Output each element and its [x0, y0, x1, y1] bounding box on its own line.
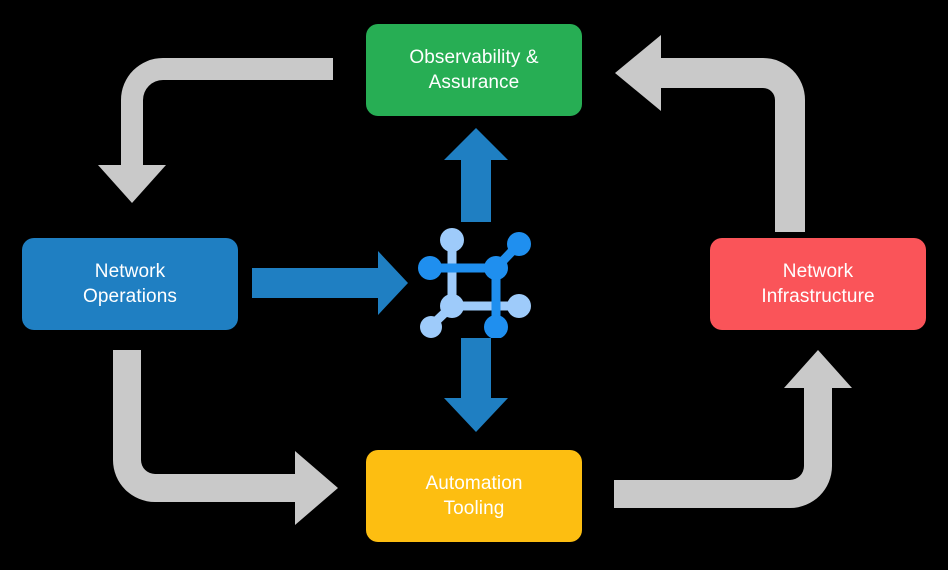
network-topology-icon [418, 228, 531, 338]
network-icon-nodes-primary [418, 232, 531, 338]
connector-infrastructure-to-observability [615, 35, 805, 232]
node-network-operations[interactable]: Network Operations [22, 238, 238, 330]
node-label-network-operations: Network Operations [83, 260, 177, 307]
connector-observability-to-ops [98, 58, 333, 203]
node-observability-and-assurance[interactable]: Observability & Assurance [366, 24, 582, 116]
node-label-network-infrastructure: Network Infrastructure [761, 260, 875, 307]
network-icon-nodes-secondary [420, 228, 531, 338]
node-label-observability: Observability & Assurance [409, 46, 539, 93]
connector-center-to-automation [444, 338, 508, 432]
connector-automation-to-infrastructure [614, 350, 852, 508]
node-automation-tooling[interactable]: Automation Tooling [366, 450, 582, 542]
node-label-automation-tooling: Automation Tooling [425, 472, 523, 519]
node-network-infrastructure[interactable]: Network Infrastructure [710, 238, 926, 330]
connector-ops-to-automation [113, 350, 338, 525]
connector-ops-to-center [252, 251, 408, 315]
connector-center-to-observability [444, 128, 508, 222]
